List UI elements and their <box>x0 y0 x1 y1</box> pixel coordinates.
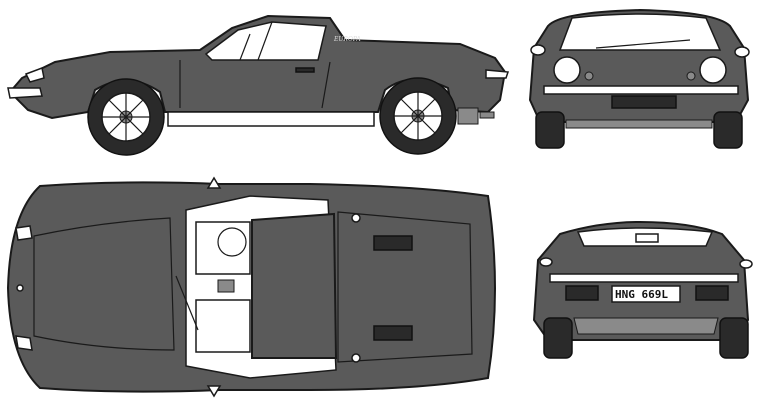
side-rear-wheel <box>379 77 457 155</box>
rear-tyre-right <box>719 317 749 359</box>
side-window <box>204 21 327 61</box>
side-door-handle <box>295 67 315 73</box>
front-headlamp-right <box>699 56 727 84</box>
rear-mirror-right <box>739 259 753 269</box>
rear-plate-frame <box>611 285 681 303</box>
top-seat-left <box>195 221 251 275</box>
side-front-wheel <box>87 78 165 156</box>
side-view: EUROPA <box>7 14 510 156</box>
rear-view: HNG 669L <box>532 220 753 359</box>
side-headlamp <box>24 66 45 83</box>
rear-bumper <box>549 273 739 283</box>
side-exhaust <box>457 107 495 125</box>
front-mirror-left <box>530 44 546 56</box>
top-bonnet <box>33 217 175 351</box>
front-underside <box>565 119 713 129</box>
rear-taillight-left <box>565 285 599 301</box>
top-fuel-cap-upper <box>351 213 361 223</box>
top-mirror-upper <box>206 176 222 189</box>
front-wiper <box>595 39 691 49</box>
side-window-frame <box>239 33 251 61</box>
top-nose-badge <box>16 284 24 292</box>
rear-mirror-left <box>539 257 553 267</box>
rear-underside <box>573 317 719 335</box>
rear-aerial <box>635 233 659 243</box>
top-steering-wheel <box>217 227 247 257</box>
front-indicator-right <box>686 71 696 81</box>
top-mirror-lower <box>206 385 222 398</box>
front-grille <box>611 95 677 109</box>
top-fuel-cap-lower <box>351 353 361 363</box>
side-sill <box>167 111 375 127</box>
front-view <box>528 8 750 149</box>
top-front-lights <box>15 225 33 351</box>
rear-tyre-left <box>543 317 573 359</box>
top-roof <box>251 212 338 359</box>
top-engine-deck <box>337 211 473 363</box>
side-door-line <box>179 60 331 109</box>
side-window-pillar <box>257 21 273 61</box>
rear-taillight-right <box>695 285 729 301</box>
front-tyre-right <box>713 111 743 149</box>
side-badge-script: EUROPA <box>333 36 361 43</box>
front-indicator-left <box>584 71 594 81</box>
front-headlamp-left <box>553 56 581 84</box>
top-vent-upper <box>373 235 413 251</box>
side-rear-bumper <box>485 69 510 79</box>
top-vent-lower <box>373 325 413 341</box>
top-view <box>6 176 496 398</box>
rear-number-plate: HNG 669L <box>615 288 668 301</box>
side-front-bumper <box>7 87 43 99</box>
front-tyre-left <box>535 111 565 149</box>
top-gear-box <box>217 279 235 293</box>
front-bumper <box>543 85 739 95</box>
front-mirror-right <box>734 46 750 58</box>
top-wiper <box>175 275 199 331</box>
top-seat-right <box>195 299 251 353</box>
